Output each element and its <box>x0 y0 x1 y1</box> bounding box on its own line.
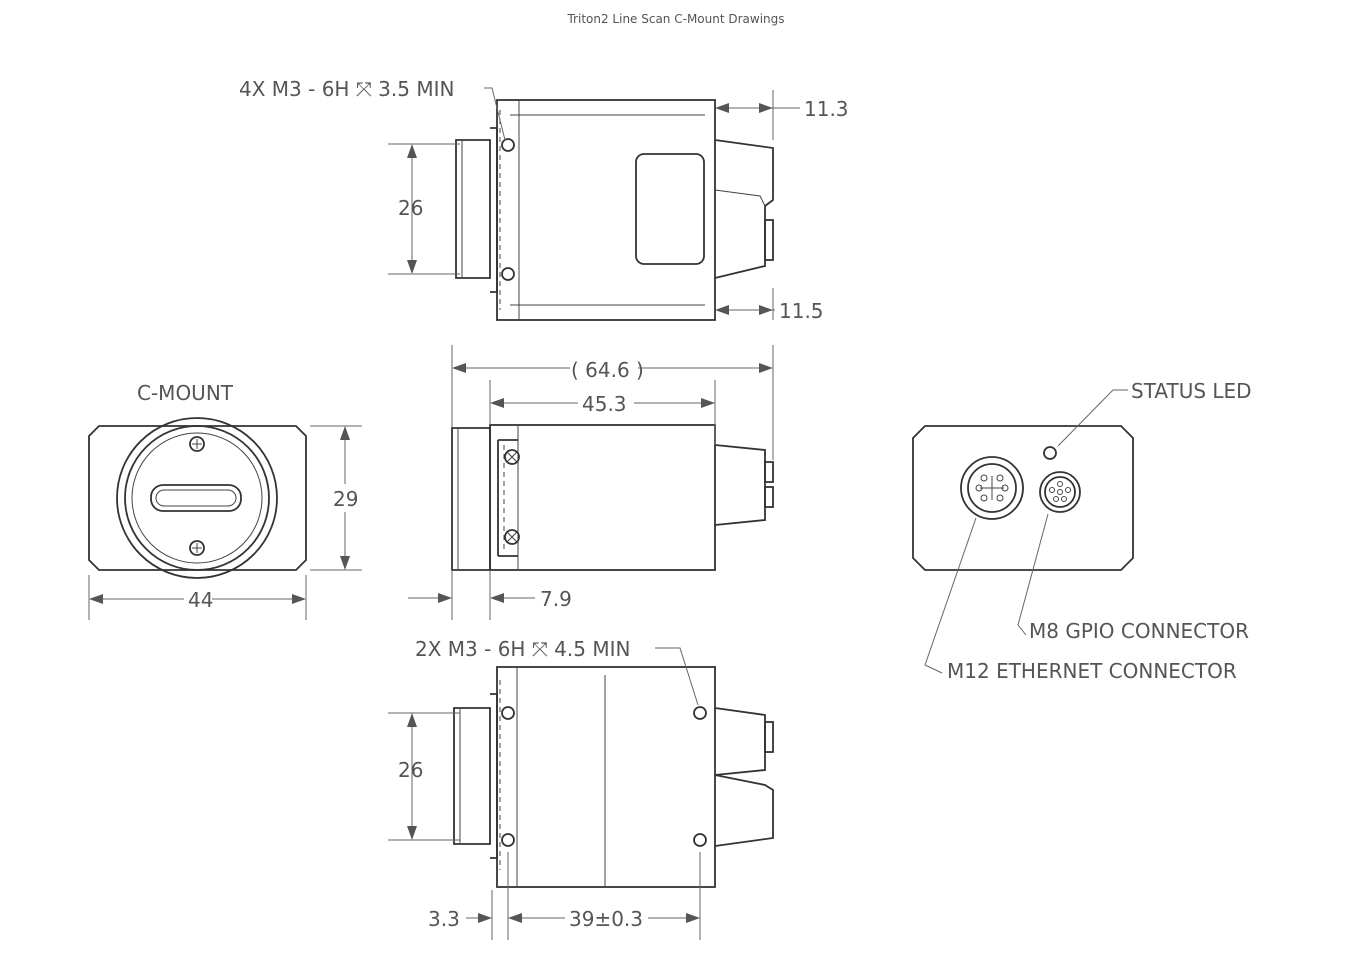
m12-connector-icon <box>960 456 1024 520</box>
bottom-spacing-dimension: 39±0.3 <box>569 907 643 931</box>
body-length-dimension: 45.3 <box>582 392 627 416</box>
top-height-dimension: 26 <box>398 196 423 220</box>
side-view: ( 64.6 ) 45.3 7.9 <box>408 345 774 620</box>
top-view: 26 4X M3 - 6H ⤧ 3.5 MIN 11.3 11.5 <box>239 77 849 323</box>
front-view: C-MOUNT 44 29 <box>88 381 362 620</box>
bottom-view: 2X M3 - 6H ⤧ 4.5 MIN 26 3.3 39±0.3 <box>388 637 774 940</box>
front-width-dimension: 44 <box>188 588 213 612</box>
back-view: STATUS LED M8 GPIO CONNECTOR M12 ETHERNE… <box>912 379 1252 683</box>
ethernet-connector-label: M12 ETHERNET CONNECTOR <box>947 659 1237 683</box>
bottom-height-dimension: 26 <box>398 758 423 782</box>
page-title: Triton2 Line Scan C-Mount Drawings <box>567 12 785 26</box>
status-led-icon <box>1043 446 1057 460</box>
front-height-dimension: 29 <box>333 487 358 511</box>
gpio-connector-label: M8 GPIO CONNECTOR <box>1029 619 1249 643</box>
top-offset-lower: 11.5 <box>779 299 824 323</box>
m8-connector-icon <box>1039 471 1081 513</box>
overall-length-dimension: ( 64.6 ) <box>571 358 644 382</box>
status-led-label: STATUS LED <box>1131 379 1252 403</box>
top-callout: 4X M3 - 6H ⤧ 3.5 MIN <box>239 77 454 101</box>
mount-length-dimension: 7.9 <box>540 587 572 611</box>
bottom-callout: 2X M3 - 6H ⤧ 4.5 MIN <box>415 637 630 661</box>
bottom-offset-dimension: 3.3 <box>428 907 460 931</box>
top-offset-upper: 11.3 <box>804 97 849 121</box>
c-mount-label: C-MOUNT <box>137 381 234 405</box>
